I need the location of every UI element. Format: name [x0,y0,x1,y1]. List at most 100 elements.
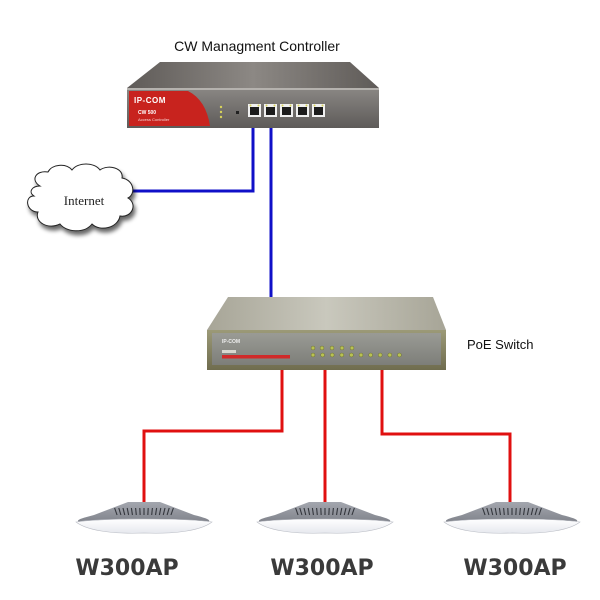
switch-led [310,352,316,358]
vent-slot [155,507,158,516]
vent-slot [135,507,137,516]
switch-led [320,352,325,358]
vent-slot [311,507,314,516]
controller-model: CW 500 [138,110,156,116]
ethernet-port-socket [282,107,291,115]
vent-slot [114,507,118,516]
vent-slot [162,507,166,516]
vent-slot [490,507,494,516]
access-point-label-2: W300AP [270,556,373,581]
ethernet-port-socket [266,107,275,115]
port-led [313,104,316,107]
vent-slot [530,507,534,516]
access-point-base [443,518,581,534]
switch-led [358,352,364,358]
access-point-1 [75,502,213,534]
vent-slot [534,507,538,516]
switch-led [368,352,373,358]
access-point-base [256,518,394,534]
vent-slot [523,507,526,516]
vent-slot [158,507,162,516]
ethernet-port-socket [250,107,259,115]
port-led [281,104,284,107]
port-led [257,104,260,107]
vent-slot [498,507,501,516]
vent-slot [486,507,490,516]
ethernet-port-socket [298,107,307,115]
switch-led [339,345,345,351]
controller-ports [248,104,325,117]
controller-led [219,115,223,119]
internet-cloud [27,163,134,232]
switch-led [329,352,335,358]
switch-top [207,297,446,330]
access-point-vents [482,507,542,516]
port-led [289,104,292,107]
vent-slot [126,507,130,516]
vent-slot [122,507,126,516]
internet-label: Internet [64,193,105,208]
switch-model-tag [222,350,236,353]
access-point-vents [114,507,174,516]
switch-led [387,352,393,358]
vent-slot [130,507,133,516]
port-led [273,104,276,107]
access-point-label-3: W300AP [463,556,566,581]
switch-leds [310,345,402,358]
access-point-3 [443,502,581,534]
access-point-2 [256,502,394,534]
switch-led [397,352,402,358]
controller-led [219,110,223,114]
vent-slot [118,507,122,516]
switch-led [329,345,335,351]
vent-slot [303,507,307,516]
switch-brand: IP-COM [222,339,240,345]
controller-reset-button [236,111,239,114]
cloud-icon [27,163,134,232]
vent-slot [170,507,174,516]
controller-led [219,105,223,109]
vent-slot [503,507,505,516]
port-led [297,104,300,107]
port-led [305,104,308,107]
switch-led [377,352,383,358]
vent-slot [295,507,299,516]
vent-slot [307,507,311,516]
switch-led [349,352,354,358]
vent-slot [299,507,303,516]
vent-slot [351,507,355,516]
vent-slot [336,507,339,516]
port-led [265,104,268,107]
vent-slot [482,507,486,516]
vent-slot [526,507,530,516]
vent-slot [347,507,351,516]
vent-slot [166,507,170,516]
switch-red-strip [222,355,290,359]
controller-brand-panel [129,91,210,126]
link-switch-ap-3 [380,368,512,505]
access-point-label-1: W300AP [75,556,178,581]
vent-slot [151,507,153,516]
port-led [249,104,252,107]
controller-top [127,62,379,88]
controller-subtitle: Access Controller [138,117,170,122]
link-switch-ap-1 [142,368,284,505]
switch-led [319,345,325,351]
vent-slot [343,507,347,516]
switch-led [339,352,345,358]
vent-slot [494,507,498,516]
switch-led [349,345,355,351]
controller-label: CW Managment Controller [174,38,340,54]
vent-slot [316,507,318,516]
controller-device: IP-COM CW 500 Access Controller [127,62,379,128]
controller-brand: IP-COM [134,96,166,105]
link-controller-internet [130,120,255,193]
vent-slot [332,507,334,516]
switch-face [212,333,441,365]
poe-switch-device: IP-COM [207,297,446,370]
ethernet-port-socket [314,107,323,115]
links [130,118,512,505]
port-led [321,104,324,107]
switch-led [310,345,316,351]
